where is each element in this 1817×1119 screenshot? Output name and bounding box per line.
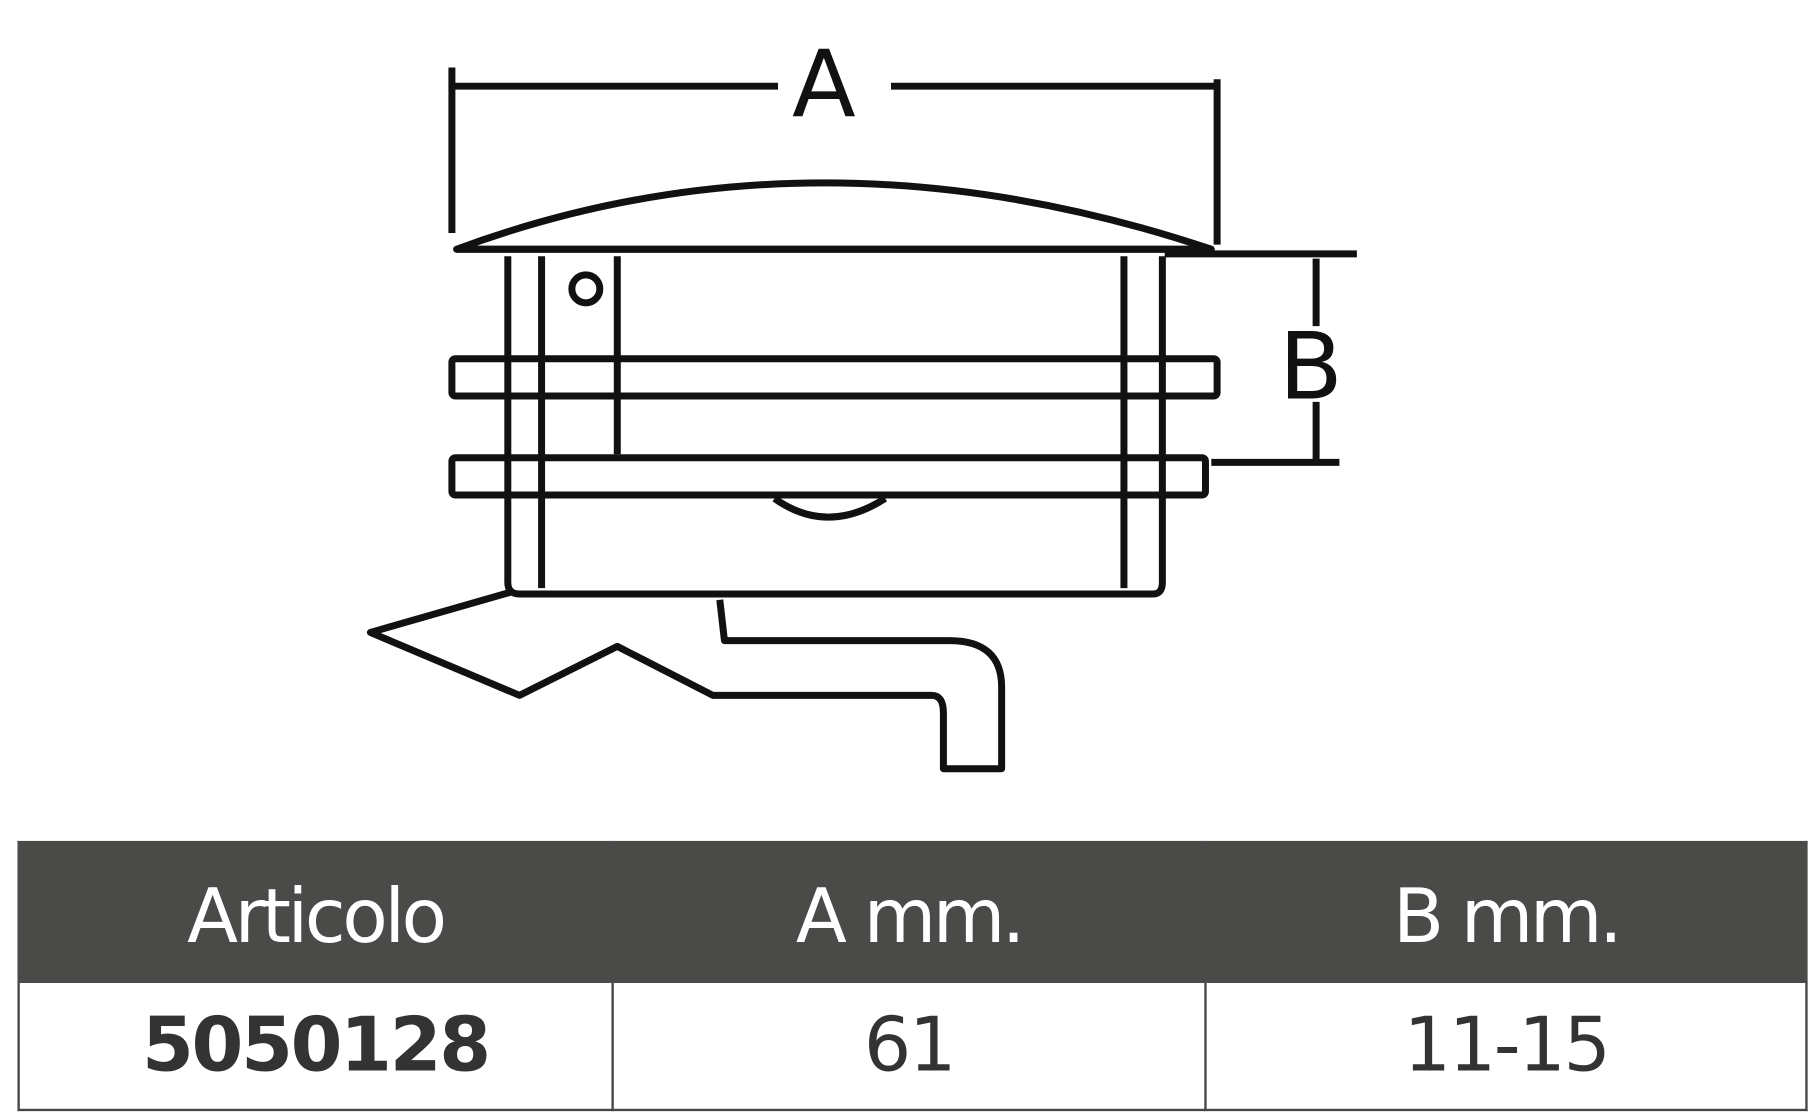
cell-articolo: 5050128	[17, 981, 614, 1112]
technical-drawing: A B	[366, 30, 1357, 773]
dimension-a-label: A	[792, 30, 856, 138]
cell-a: 61	[611, 981, 1207, 1112]
header-articolo: Articolo	[17, 840, 614, 984]
dimensions-table: Articolo A mm. B mm. 5050128 61 11-15	[17, 840, 1808, 1112]
header-b-mm: B mm.	[1204, 840, 1808, 984]
dimension-b-label: B	[1279, 312, 1343, 420]
header-a-mm: A mm.	[611, 840, 1207, 984]
dimension-b-line	[1164, 250, 1357, 466]
cell-b: 11-15	[1204, 981, 1808, 1112]
cap-outline	[366, 179, 1221, 773]
table-row: 5050128 61 11-15	[17, 981, 1808, 1112]
dimension-a-line	[448, 67, 1221, 245]
table-header-row: Articolo A mm. B mm.	[17, 840, 1808, 984]
